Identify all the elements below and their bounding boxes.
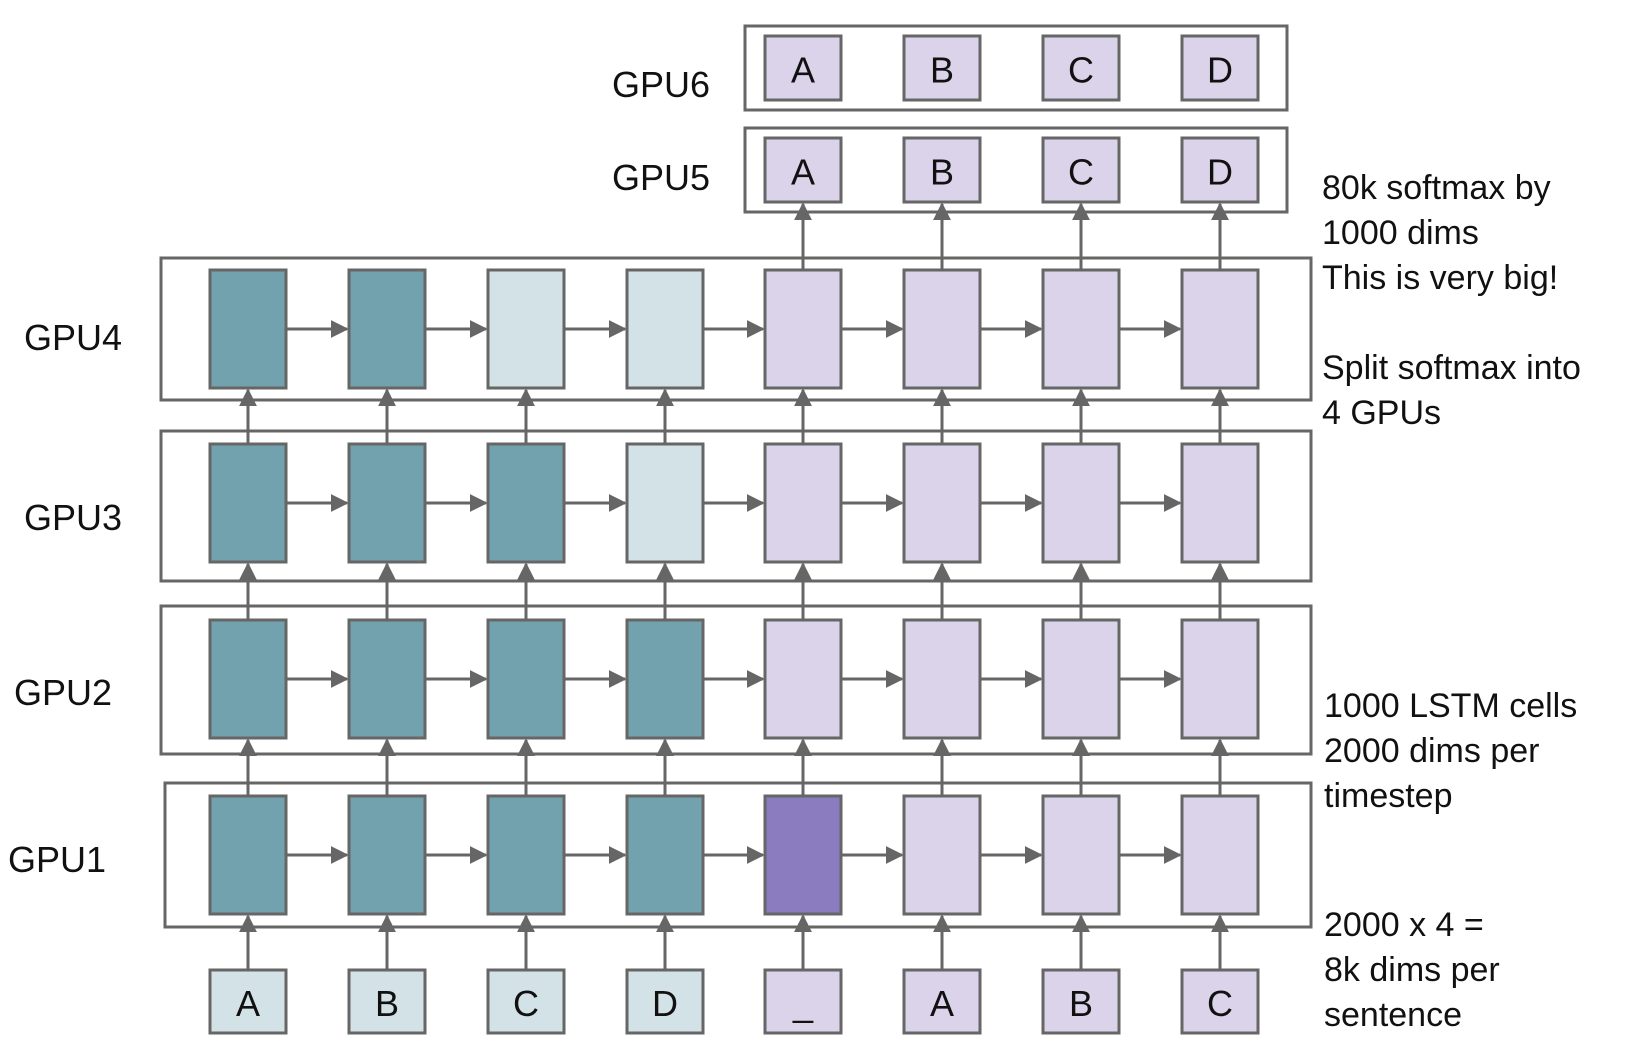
gpu1-label: GPU1 <box>8 839 106 880</box>
lstm-cell-gpu3-4 <box>625 442 705 564</box>
lstm-cell-gpu1-7 <box>1041 794 1121 916</box>
lstm-cell-gpu4-1 <box>208 268 288 390</box>
lstm-cell-gpu4-2 <box>347 268 427 390</box>
lstm-cell-gpu2-6 <box>902 618 982 740</box>
gpu3-label: GPU3 <box>24 497 122 538</box>
note-sentence-line-2: 8k dims per <box>1324 951 1500 989</box>
lstm-cell-gpu1-2 <box>347 794 427 916</box>
softmax-output-gpu5-2 <box>902 136 982 204</box>
input-token-8 <box>1180 968 1260 1035</box>
lstm-cell-gpu1-8 <box>1180 794 1260 916</box>
lstm-cell-gpu2-7 <box>1041 618 1121 740</box>
input-token-3 <box>486 968 566 1035</box>
lstm-cell-gpu1-6 <box>902 794 982 916</box>
softmax-output-label-gpu5-4: D <box>1207 152 1233 193</box>
note-sentence-line-1: 2000 x 4 = <box>1324 906 1484 944</box>
gpu6-label: GPU6 <box>612 64 710 105</box>
lstm-cell-gpu2-5 <box>763 618 843 740</box>
input-token-label-5: _ <box>792 983 814 1024</box>
input-token-label-7: B <box>1069 983 1093 1024</box>
input-token-6 <box>902 968 982 1035</box>
lstm-cell-gpu4-6 <box>902 268 982 390</box>
input-token-2 <box>347 968 427 1035</box>
softmax-output-label-gpu5-1: A <box>791 152 815 193</box>
softmax-output-label-gpu6-4: D <box>1207 50 1233 91</box>
lstm-cell-gpu3-3 <box>486 442 566 564</box>
lstm-cell-gpu2-1 <box>208 618 288 740</box>
input-token-label-6: A <box>930 983 954 1024</box>
softmax-output-label-gpu6-1: A <box>791 50 815 91</box>
softmax-output-gpu6-2 <box>902 34 982 102</box>
softmax-output-label-gpu5-3: C <box>1068 152 1094 193</box>
input-token-label-8: C <box>1207 983 1233 1024</box>
note-sentence-line-3: sentence <box>1324 996 1462 1034</box>
gpu5-label: GPU5 <box>612 157 710 198</box>
softmax-output-gpu6-4 <box>1180 34 1260 102</box>
lstm-cell-gpu3-2 <box>347 442 427 564</box>
softmax-output-label-gpu6-2: B <box>930 50 954 91</box>
lstm-cell-gpu4-8 <box>1180 268 1260 390</box>
lstm-cell-gpu2-8 <box>1180 618 1260 740</box>
lstm-cell-gpu2-4 <box>625 618 705 740</box>
lstm-cell-gpu1-4 <box>625 794 705 916</box>
note-softmax-line-2: 1000 dims <box>1322 214 1479 252</box>
lstm-cell-gpu3-8 <box>1180 442 1260 564</box>
gpu4-box <box>159 256 1313 402</box>
lstm-cell-gpu3-5 <box>763 442 843 564</box>
gpu2-box <box>159 604 1313 756</box>
softmax-output-gpu6-1 <box>763 34 843 102</box>
softmax-output-gpu5-4 <box>1180 136 1260 204</box>
softmax-output-gpu5-1 <box>763 136 843 204</box>
gpu2-label: GPU2 <box>14 672 112 713</box>
input-token-label-4: D <box>652 983 678 1024</box>
lstm-cell-gpu2-2 <box>347 618 427 740</box>
input-token-5 <box>763 968 843 1035</box>
note-lstm-line-1: 1000 LSTM cells <box>1324 687 1577 725</box>
input-token-label-1: A <box>236 983 260 1024</box>
gpu5-box <box>743 126 1289 214</box>
input-token-1 <box>208 968 288 1035</box>
lstm-cell-gpu1-1 <box>208 794 288 916</box>
lstm-cell-gpu3-6 <box>902 442 982 564</box>
lstm-cell-gpu2-3 <box>486 618 566 740</box>
input-token-label-3: C <box>513 983 539 1024</box>
lstm-cell-gpu4-3 <box>486 268 566 390</box>
note-lstm-line-3: timestep <box>1324 777 1453 815</box>
note-softmax-line-3: This is very big! <box>1322 259 1558 297</box>
softmax-output-label-gpu6-3: C <box>1068 50 1094 91</box>
lstm-cell-gpu1-5 <box>763 794 843 916</box>
input-token-7 <box>1041 968 1121 1035</box>
note-lstm-line-2: 2000 dims per <box>1324 732 1539 770</box>
lstm-cell-gpu3-7 <box>1041 442 1121 564</box>
input-token-4 <box>625 968 705 1035</box>
note-split-line-1: Split softmax into <box>1322 349 1581 387</box>
lstm-cell-gpu3-1 <box>208 442 288 564</box>
gpu3-box <box>159 429 1313 583</box>
note-softmax-line-1: 80k softmax by <box>1322 169 1551 207</box>
lstm-cell-gpu4-7 <box>1041 268 1121 390</box>
note-split-line-2: 4 GPUs <box>1322 394 1441 432</box>
lstm-cell-gpu1-3 <box>486 794 566 916</box>
lstm-cell-gpu4-4 <box>625 268 705 390</box>
gpu6-box <box>743 24 1289 112</box>
lstm-cell-gpu4-5 <box>763 268 843 390</box>
softmax-output-label-gpu5-2: B <box>930 152 954 193</box>
gpu1-box <box>163 781 1313 929</box>
softmax-output-gpu5-3 <box>1041 136 1121 204</box>
softmax-output-gpu6-3 <box>1041 34 1121 102</box>
input-token-label-2: B <box>375 983 399 1024</box>
gpu4-label: GPU4 <box>24 317 122 358</box>
